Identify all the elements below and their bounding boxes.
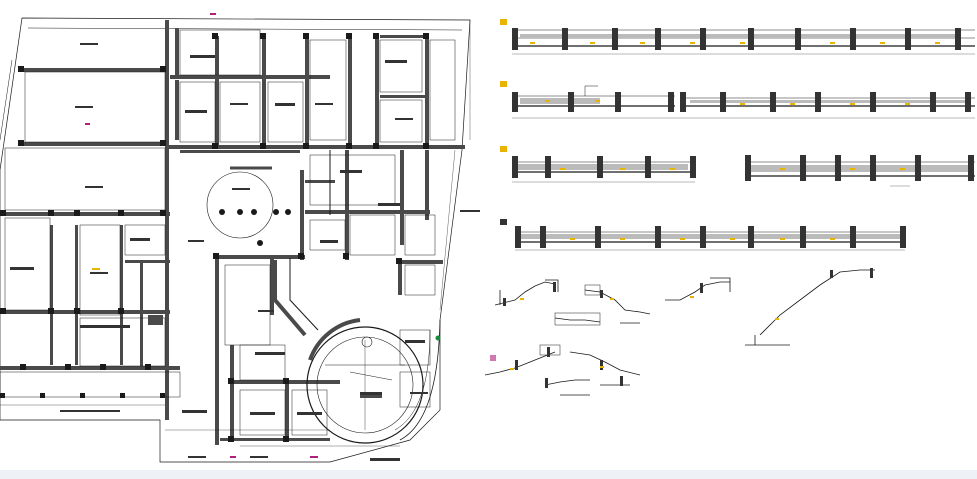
thick-walls <box>0 20 465 445</box>
room-labels <box>10 43 480 461</box>
bottom-bar <box>0 470 977 479</box>
circular-stair <box>306 318 424 444</box>
section-accents <box>530 42 940 240</box>
site-boundary <box>0 17 471 463</box>
stair-details <box>484 269 875 396</box>
sections <box>484 19 975 396</box>
section-4 <box>500 219 906 251</box>
plaza-circle <box>206 171 274 239</box>
section-1 <box>500 19 975 55</box>
section-3 <box>500 146 975 187</box>
floor-plan <box>0 13 480 463</box>
column-markers <box>0 33 429 442</box>
section-2 <box>500 81 975 119</box>
